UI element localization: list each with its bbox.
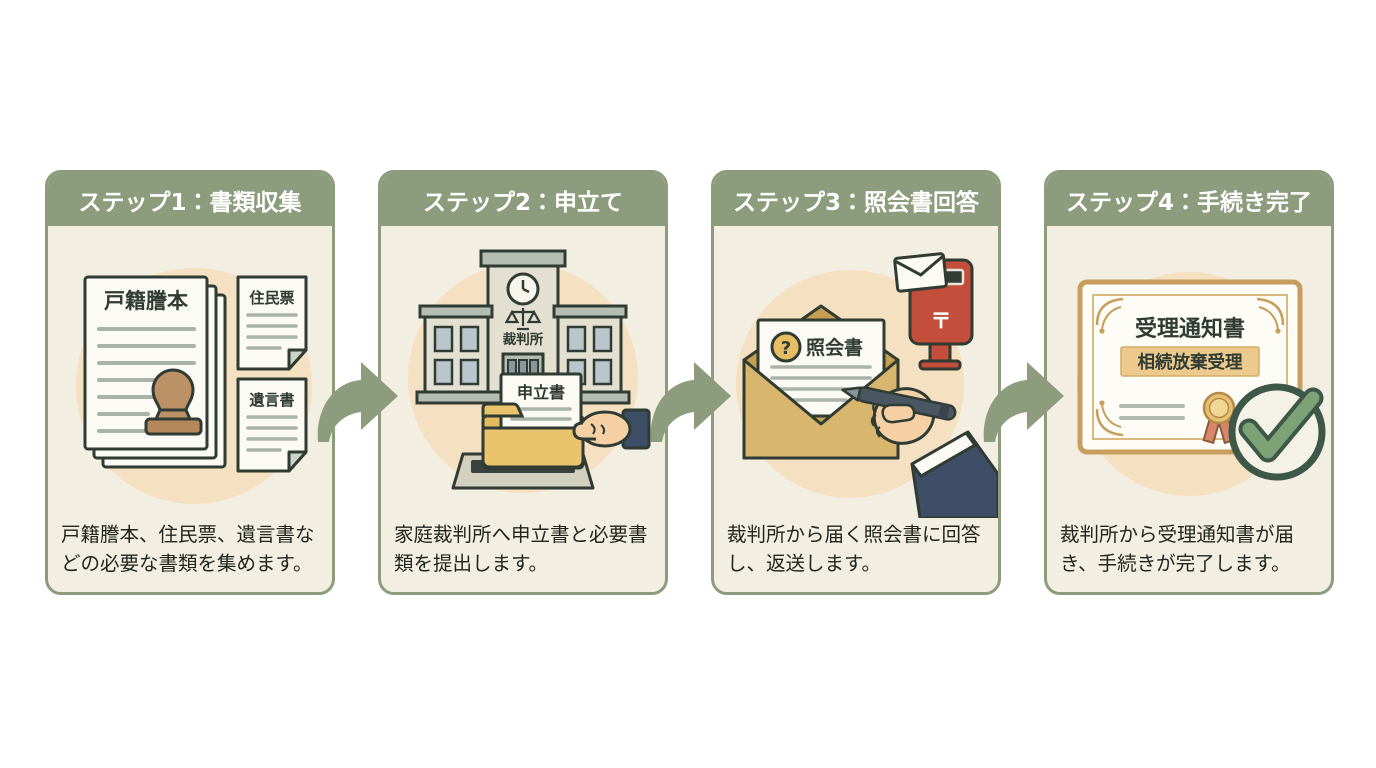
step-1-header: ステップ1：書類収集	[48, 173, 332, 226]
question-mark: ?	[781, 338, 791, 359]
open-envelope-icon: ? 照会書	[742, 304, 900, 460]
pen-icon	[841, 386, 957, 421]
folder-icon	[481, 402, 585, 469]
courthouse-illustration: 裁判所 申立書	[408, 249, 651, 493]
step-card-4: ステップ4：手続き完了 受理通知書 相続放棄受理	[1044, 170, 1334, 595]
certificate-banner: 相続放棄受理	[1138, 352, 1243, 373]
scales-icon	[504, 308, 542, 331]
inquiry-letter-illustration: 〒 ? 照会書	[736, 252, 998, 518]
certificate-title: 受理通知書	[1135, 316, 1245, 342]
side-document-1-icon: 住民票	[236, 275, 308, 371]
step-card-1: ステップ1：書類収集 戸籍謄本	[45, 170, 335, 595]
step-3-header: ステップ3：照会書回答	[714, 173, 998, 226]
letter-label: 照会書	[806, 336, 863, 359]
arrow-right-icon	[650, 362, 731, 442]
step-card-2: ステップ2：申立て	[378, 170, 668, 595]
step-3-description: 裁判所から届く照会書に回答し、返送します。	[727, 523, 981, 575]
question-badge	[770, 331, 802, 363]
hand-icon	[572, 408, 651, 450]
writing-hand-icon	[841, 386, 998, 518]
main-document-title: 戸籍謄本	[104, 289, 189, 313]
building-label: 裁判所	[503, 331, 544, 348]
arrow-right-icon	[983, 362, 1064, 442]
arrow-right-icon	[317, 362, 398, 442]
step-2-description: 家庭裁判所へ申立書と必要書類を提出します。	[394, 523, 648, 575]
step-4-header: ステップ4：手続き完了	[1047, 173, 1331, 226]
mail-envelope-icon	[893, 252, 948, 293]
step-1-description: 戸籍謄本、住民票、遺言書などの必要な書類を集めます。	[61, 523, 315, 575]
step-4-description: 裁判所から受理通知書が届き、手続きが完了します。	[1060, 523, 1295, 575]
checkmark-icon	[1228, 383, 1326, 481]
stamp-icon	[144, 368, 203, 436]
petition-document-icon: 申立書	[499, 372, 583, 436]
documents-illustration: 戸籍謄本 住民票	[76, 268, 312, 504]
postbox-symbol: 〒	[931, 309, 952, 333]
side-document-1-title: 住民票	[248, 289, 294, 307]
petition-document-label: 申立書	[517, 383, 565, 402]
document-text-lines	[97, 327, 196, 433]
side-document-2-title: 遺言書	[249, 391, 294, 409]
certificate-illustration: 受理通知書 相続放棄受理	[1077, 272, 1326, 496]
step-2-header: ステップ2：申立て	[381, 173, 665, 226]
step-card-3: ステップ3：照会書回答 〒 ? 照会書	[711, 170, 1001, 595]
side-document-2-icon: 遺言書	[236, 377, 308, 473]
